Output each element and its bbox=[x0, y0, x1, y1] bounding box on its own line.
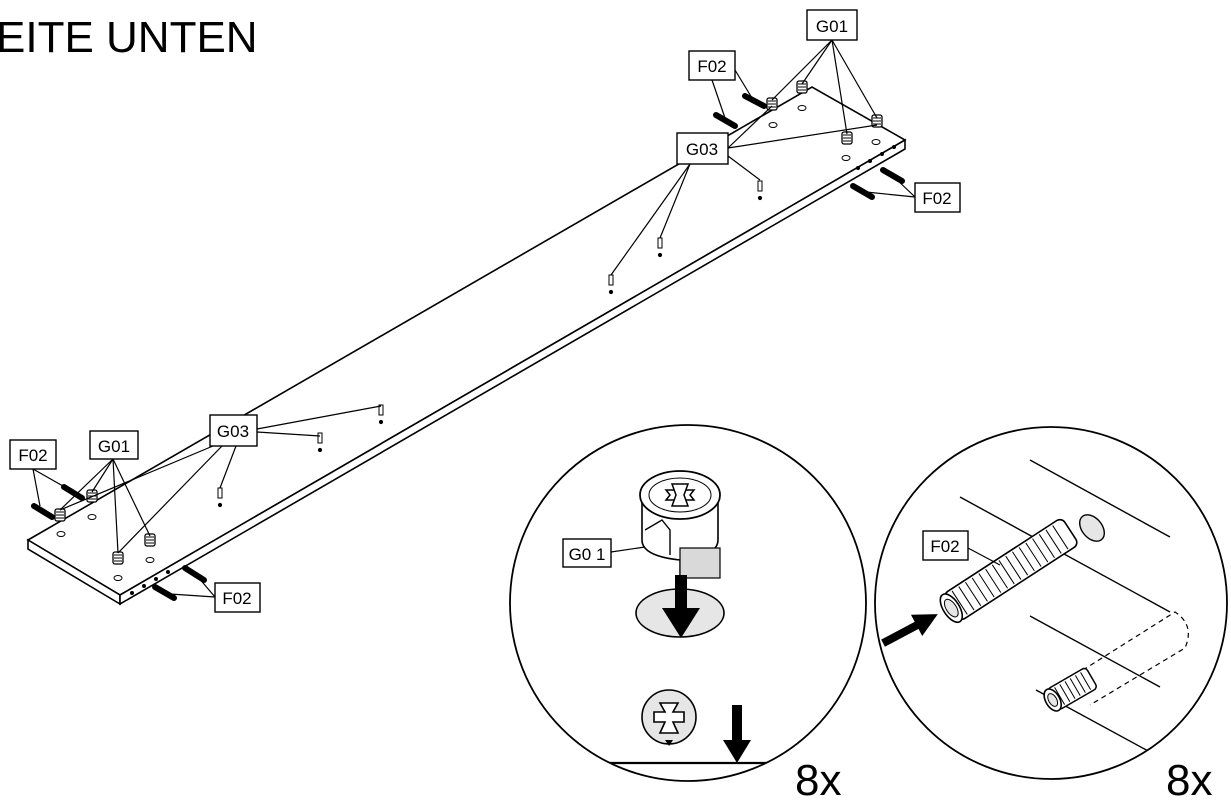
label-g01-top: G01 bbox=[806, 9, 858, 41]
svg-text:F02: F02 bbox=[930, 537, 959, 556]
label-f02-left: F02 bbox=[9, 439, 57, 470]
svg-text:F02: F02 bbox=[222, 589, 251, 608]
quantity-dowel: 8x bbox=[1166, 756, 1212, 803]
arrow-right-icon bbox=[881, 614, 938, 647]
svg-text:G03: G03 bbox=[686, 140, 718, 159]
svg-text:F02: F02 bbox=[697, 57, 726, 76]
label-g03-top: G03 bbox=[676, 132, 729, 165]
board-panel bbox=[26, 86, 907, 606]
svg-text:G01: G01 bbox=[98, 437, 130, 456]
svg-text:G01: G01 bbox=[816, 17, 848, 36]
svg-text:F02: F02 bbox=[922, 189, 951, 208]
label-g01-left: G01 bbox=[89, 430, 139, 460]
page-title: EITE UNTEN bbox=[0, 13, 258, 62]
label-f02-right: F02 bbox=[914, 182, 961, 213]
quantity-cam-lock: 8x bbox=[795, 756, 841, 803]
board-holes bbox=[56, 105, 881, 581]
label-f02-top: F02 bbox=[688, 50, 736, 81]
leader-lines bbox=[32, 39, 916, 598]
label-f02-detail: F02 bbox=[922, 530, 1001, 566]
arrow-down-icon bbox=[662, 575, 700, 638]
svg-text:G03: G03 bbox=[217, 422, 249, 441]
arrow-down-icon bbox=[723, 705, 751, 763]
label-g01-detail: G0 1 bbox=[562, 538, 646, 568]
svg-text:G0 1: G0 1 bbox=[569, 545, 606, 564]
svg-text:F02: F02 bbox=[18, 446, 47, 465]
detail-cam-lock: G0 1 8x bbox=[509, 424, 867, 803]
label-f02-bottom: F02 bbox=[214, 582, 261, 613]
pin-icon bbox=[217, 180, 763, 508]
dowel-icon bbox=[31, 93, 905, 601]
label-g03-left: G03 bbox=[209, 414, 258, 447]
detail-dowel: F02 8x bbox=[874, 426, 1228, 803]
